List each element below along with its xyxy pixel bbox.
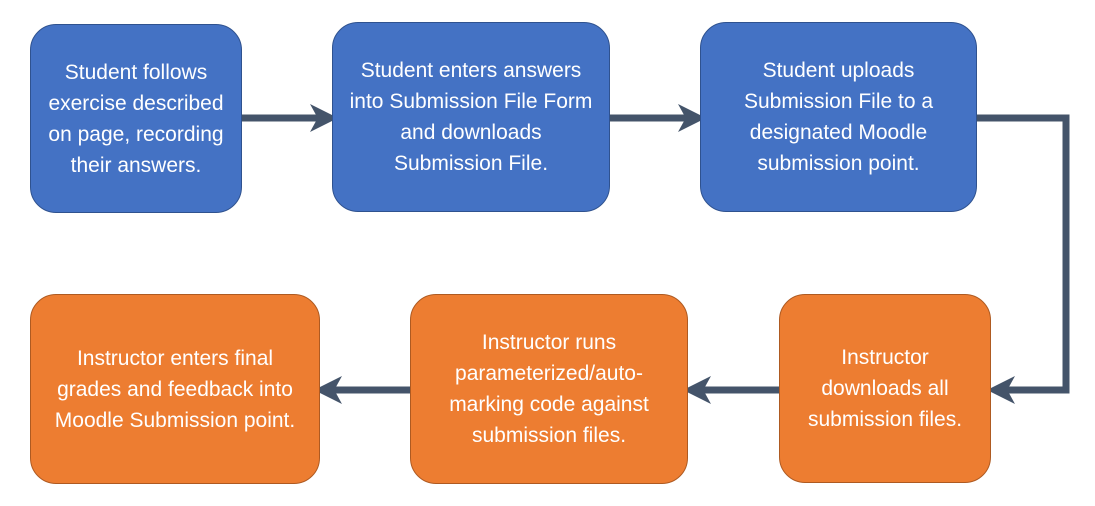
step-3-label: Student uploads Submission File to a des… — [743, 59, 934, 175]
step-4-label: Instructor downloads all submission file… — [807, 346, 963, 431]
step-5-label: Instructor runs parameterized/auto-marki… — [449, 331, 649, 447]
step-6-label: Instructor enters final grades and feedb… — [54, 346, 296, 432]
step-3-box: Student uploads Submission File to a des… — [700, 22, 977, 212]
arrow-step3-to-step4 — [977, 114, 1070, 404]
step-1-label: Student follows exercise described on pa… — [48, 60, 224, 177]
step-5-box: Instructor runs parameterized/auto-marki… — [410, 294, 688, 484]
step-6-box: Instructor enters final grades and feedb… — [30, 294, 320, 484]
step-1-box: Student follows exercise described on pa… — [30, 24, 242, 213]
step-2-label: Student enters answers into Submission F… — [349, 59, 593, 175]
step-2-box: Student enters answers into Submission F… — [332, 22, 610, 212]
step-4-box: Instructor downloads all submission file… — [779, 294, 991, 483]
